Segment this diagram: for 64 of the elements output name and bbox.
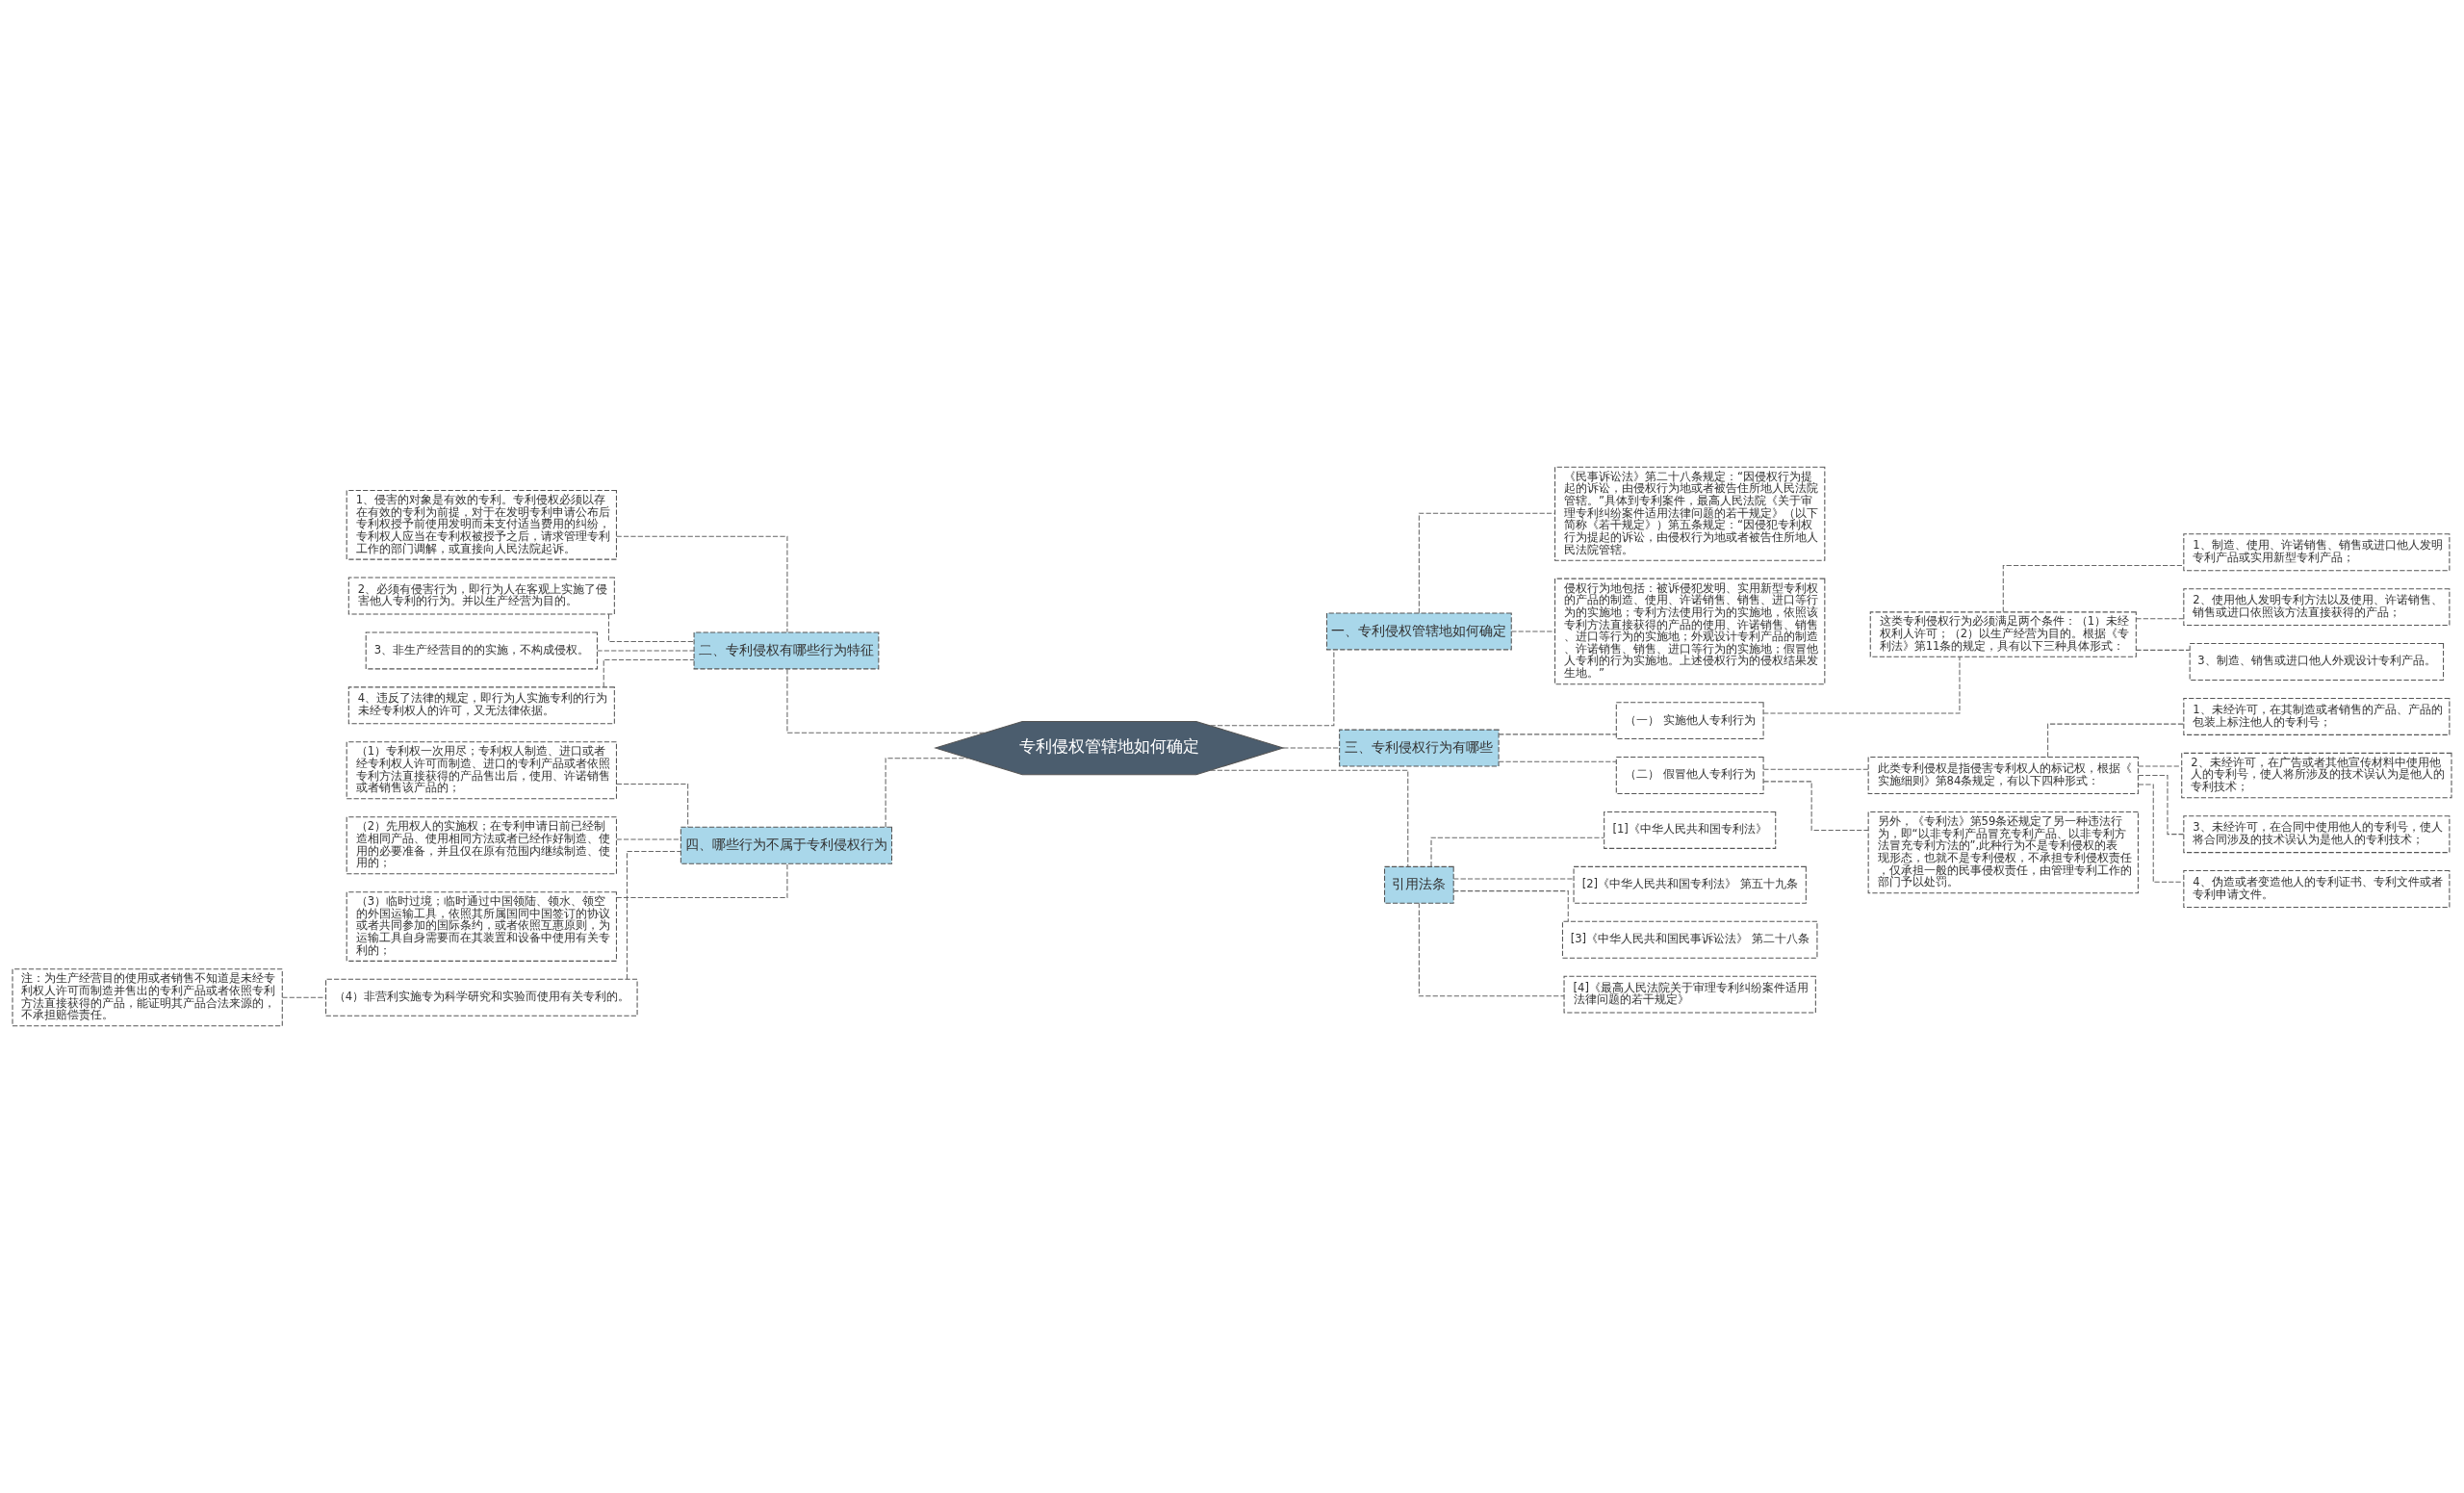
node-box: （1）专利权一次用尽；专利权人制造、进口或者经专利权人许可而制造、进口的专利产品或者依照专利方法直接获得的产品售出后，使用、许诺销售或者销售该产品的；	[346, 741, 617, 800]
connector	[596, 650, 695, 652]
node-box: 三、专利侵权行为有哪些	[1339, 729, 1500, 767]
connector	[1452, 878, 1575, 880]
connector	[2137, 775, 2185, 836]
connector	[1498, 734, 1617, 735]
node-box: 1、制造、使用、许诺销售、销售或进口他人发明专利产品或实用新型专利产品；	[2183, 533, 2451, 572]
node-box: [1]《中华人民共和国专利法》	[1604, 811, 1777, 849]
node-box: 2、必须有侵害行为，即行为人在客观上实施了侵害他人专利的行为。并以生产经营为目的。	[347, 577, 615, 615]
connector	[616, 862, 788, 899]
connector	[1510, 631, 1555, 632]
node-box: 四、哪些行为不属于专利侵权行为	[680, 826, 893, 864]
connector	[885, 758, 969, 828]
node-box: 侵权行为地包括：被诉侵犯发明、实用新型专利权的产品的制造、使用、许诺销售、销售、进口等行为的实施地；专利方法使用行为的实施地，依照该专利方法直接获得的产品的使用、许诺销售、销售、进口等行为的实施地；外观设计专利产品的制造、许诺销售、销售、进口等行为的实施地；假冒他人专利的行为实施地。上述侵权行为的侵权结果发生地。”	[1554, 578, 1826, 685]
connector	[1418, 902, 1565, 997]
connector	[1430, 837, 1605, 867]
node-box: 2、未经许可，在广告或者其他宣传材料中使用他人的专利号，使人将所涉及的技术误认为是他人的专利技术；	[2181, 752, 2452, 799]
connector	[281, 996, 327, 998]
node-box: 3、非生产经营目的的实施，不构成侵权。	[365, 631, 598, 670]
connector	[616, 838, 681, 840]
connector	[626, 851, 681, 980]
node-box: 引用法条	[1384, 865, 1454, 904]
connector	[607, 613, 695, 642]
connector	[2002, 564, 2185, 613]
connector	[1762, 656, 1961, 714]
node-box: （4）非营利实施专为科学研究和实验而使用有关专利的。	[325, 978, 638, 1017]
connector	[1418, 512, 1555, 614]
connector	[1210, 649, 1335, 727]
connector	[2138, 784, 2185, 883]
connector	[616, 535, 788, 633]
node-box: （2）先用权人的实施权；在专利申请日前已经制造相同产品、使用相同方法或者已经作好制造、使用的必要准备，并且仅在原有范围内继续制造、使用的；	[346, 816, 617, 875]
node-box: 此类专利侵权是指侵害专利权人的标记权，根据《实施细则》第84条规定，有以下四种形式：	[1867, 757, 2139, 795]
connector	[2135, 618, 2185, 620]
connector	[603, 658, 695, 688]
node-box: [4]《最高人民法院关于审理专利纠纷案件适用法律问题的若干规定》	[1563, 975, 1816, 1014]
node-box: 4、违反了法律的规定，即行为人实施专利的行为未经专利权人的许可，又无法律依据。	[347, 686, 615, 725]
connector	[1498, 760, 1617, 762]
node-box: 1、侵害的对象是有效的专利。专利侵权必须以存在有效的专利为前提，对于在发明专利申请公布后专利权授予前使用发明而未支付适当费用的纠纷，专利权人应当在专利权被授予之后，请求管理专利工作的部门调解，或直接向人民法院起诉。	[346, 489, 617, 560]
node-box: 这类专利侵权行为必须满足两个条件：（1）未经权利人许可；（2）以生产经营为目的。根据《专利法》第11条的规定，具有以下三种具体形式：	[1869, 611, 2137, 657]
node-box: 4、伪造或者变造他人的专利证书、专利文件或者专利申请文件。	[2183, 870, 2451, 909]
node-box: 《民事诉讼法》第二十八条规定：“因侵权行为提起的诉讼，由侵权行为地或者被告住所地人民法院管辖。”具体到专利案件，最高人民法院《关于审理专利纠纷案件适用法律问题的若干规定》（以下简称《若干规定》）第五条规定：“因侵犯专利权行为提起的诉讼，由侵权行为地或者被告住所地人民法院管辖。	[1554, 466, 1826, 561]
node-box: （3）临时过境；临时通过中国领陆、领水、领空的外国运输工具，依照其所属国同中国签订的协议或者共同参加的国际条约，或者依照互惠原则，为运输工具自身需要而在其装置和设备中使用有关专利的；	[346, 891, 617, 962]
connector	[786, 668, 986, 734]
connector	[1762, 768, 1869, 770]
connector	[2138, 765, 2182, 767]
connector	[1452, 890, 1569, 922]
node-box: 一、专利侵权管辖地如何确定	[1325, 612, 1512, 651]
node-box: 另外，《专利法》第59条还规定了另一种违法行为，即“以非专利产品冒充专利产品、以非专利方法冒充专利方法的”,此种行为不是专利侵权的表现形态，也就不是专利侵权，不承担专利侵权责任，仅承担一般的民事侵权责任，由管理专利工作的部门予以处罚。	[1867, 811, 2139, 894]
node-box: [3]《中华人民共和国民事诉讼法》 第二十八条	[1561, 920, 1818, 959]
node-box: [2]《中华人民共和国专利法》 第五十九条	[1573, 865, 1807, 904]
connector	[616, 784, 689, 828]
node-box: 3、未经许可，在合同中使用他人的专利号，使人将合同涉及的技术误认为是他人的专利技术；	[2183, 815, 2451, 854]
node-box: 注：为生产经营目的使用或者销售不知道是未经专利权人许可而制造并售出的专利产品或者依照专利方法直接获得的产品，能证明其产品合法来源的，不承担赔偿责任。	[12, 968, 283, 1027]
node-box: （一） 实施他人专利行为	[1615, 702, 1764, 740]
node-box: 二、专利侵权有哪些行为特征	[693, 631, 880, 670]
connector	[2135, 649, 2191, 651]
node-box: （二） 假冒他人专利行为	[1615, 757, 1764, 795]
connector	[1282, 747, 1341, 749]
connector	[1210, 769, 1409, 867]
connector	[1762, 781, 1869, 831]
node-box: 3、制造、销售或进口他人外观设计专利产品。	[2189, 643, 2445, 681]
node-box: 2、使用他人发明专利方法以及使用、许诺销售、销售或进口依照该方法直接获得的产品；	[2183, 588, 2451, 627]
node-box: 1、未经许可，在其制造或者销售的产品、产品的包装上标注他人的专利号；	[2183, 697, 2451, 735]
connector	[2047, 723, 2184, 759]
